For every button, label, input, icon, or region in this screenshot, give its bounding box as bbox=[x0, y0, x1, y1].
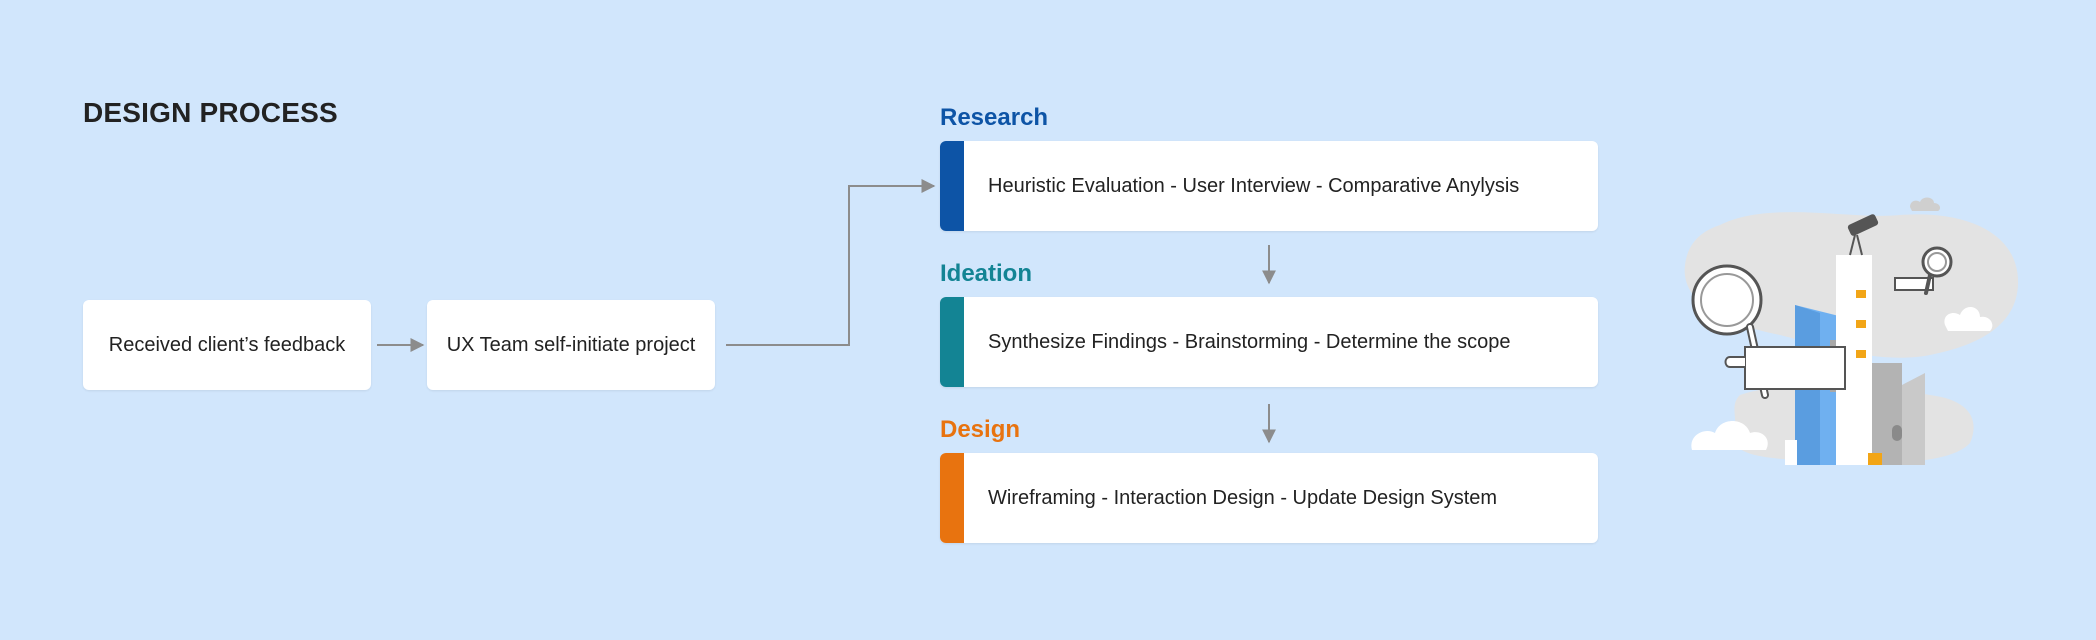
stage-color-bar bbox=[940, 453, 964, 543]
stage-card-ideation: Synthesize Findings - Brainstorming - De… bbox=[940, 297, 1598, 387]
step-label: UX Team self-initiate project bbox=[446, 333, 696, 356]
step-label: Received client’s feedback bbox=[108, 333, 346, 356]
stage-description: Wireframing - Interaction Design - Updat… bbox=[988, 486, 1498, 509]
stage-title-design: Design bbox=[940, 416, 1021, 443]
step-received-feedback: Received client’s feedback bbox=[83, 300, 371, 390]
stage-card-research: Heuristic Evaluation - User Interview - … bbox=[940, 141, 1598, 231]
stage-title-ideation: Ideation bbox=[940, 260, 1033, 287]
diagram-title: DESIGN PROCESS bbox=[83, 97, 338, 128]
stage-description: Heuristic Evaluation - User Interview - … bbox=[988, 174, 1520, 197]
arrow-project-to-research bbox=[726, 179, 936, 346]
stage-description: Synthesize Findings - Brainstorming - De… bbox=[988, 330, 1511, 353]
stage-title-research: Research bbox=[940, 104, 1049, 131]
stage-card-design: Wireframing - Interaction Design - Updat… bbox=[940, 453, 1598, 543]
step-ux-team-initiate: UX Team self-initiate project bbox=[427, 300, 715, 390]
city-research-illustration bbox=[1684, 197, 2019, 465]
stage-color-bar bbox=[940, 297, 964, 387]
stage-color-bar bbox=[940, 141, 964, 231]
